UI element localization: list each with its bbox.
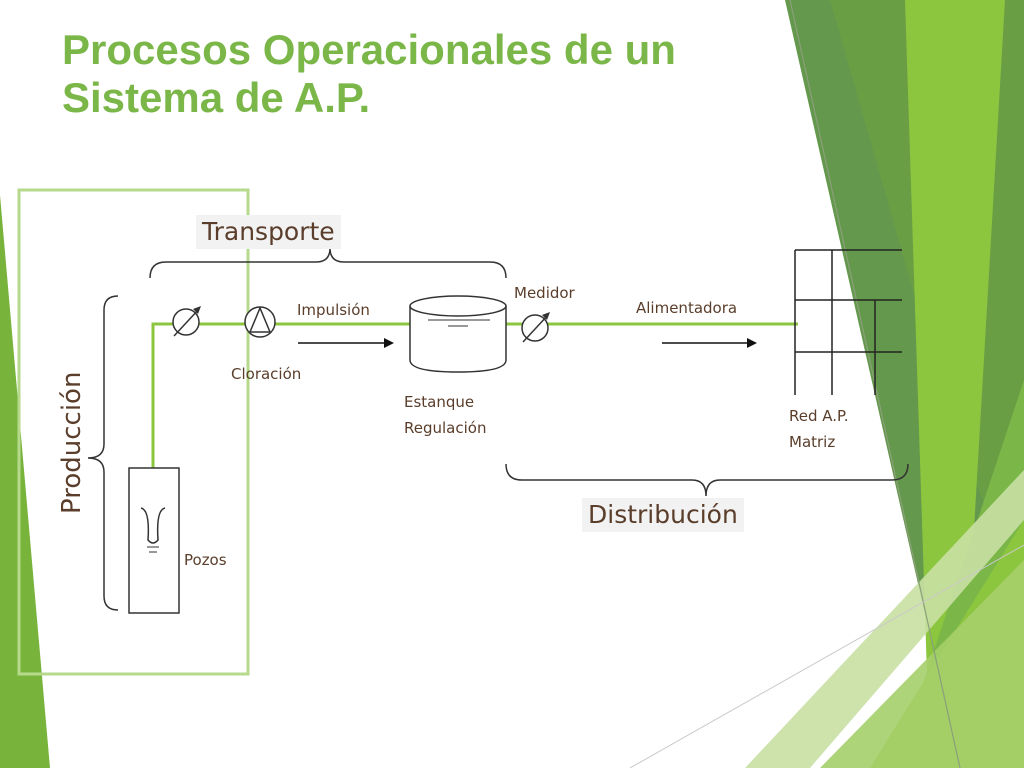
slide-title: Procesos Operacionales de un Sistema de …: [62, 26, 676, 121]
meter-gauge-icon: [172, 306, 201, 337]
production-frame: [17, 188, 250, 676]
pipe-line: [151, 322, 410, 520]
flow-arrow-icon: [298, 338, 394, 348]
distribution-brace-icon: [505, 463, 909, 497]
meter-label: Medidor: [514, 284, 575, 302]
production-label: Producción: [57, 371, 87, 514]
transport-label: Transporte: [196, 215, 341, 249]
impulsion-label: Impulsión: [297, 301, 370, 319]
network-label-line1: Red A.P.: [789, 407, 849, 425]
network-label-line2: Matriz: [789, 433, 836, 451]
tank-label-line2: Regulación: [404, 419, 487, 437]
wells-label: Pozos: [184, 551, 227, 569]
chlorination-label: Cloración: [231, 365, 302, 383]
well-icon: [128, 467, 180, 614]
flow-arrow-icon: [662, 338, 757, 348]
pump-icon: [244, 306, 276, 338]
production-brace-icon: [87, 295, 119, 611]
tank-icon: [409, 295, 507, 373]
tank-label: Estanque Regulación: [404, 392, 486, 438]
tank-label-line1: Estanque: [404, 393, 475, 411]
distribution-label: Distribución: [582, 498, 744, 532]
transport-brace-icon: [149, 247, 507, 279]
network-label: Red A.P. Matriz: [789, 406, 849, 452]
network-grid-icon: [794, 249, 902, 395]
feeder-label: Alimentadora: [636, 299, 738, 317]
meter-gauge-icon: [521, 312, 550, 343]
